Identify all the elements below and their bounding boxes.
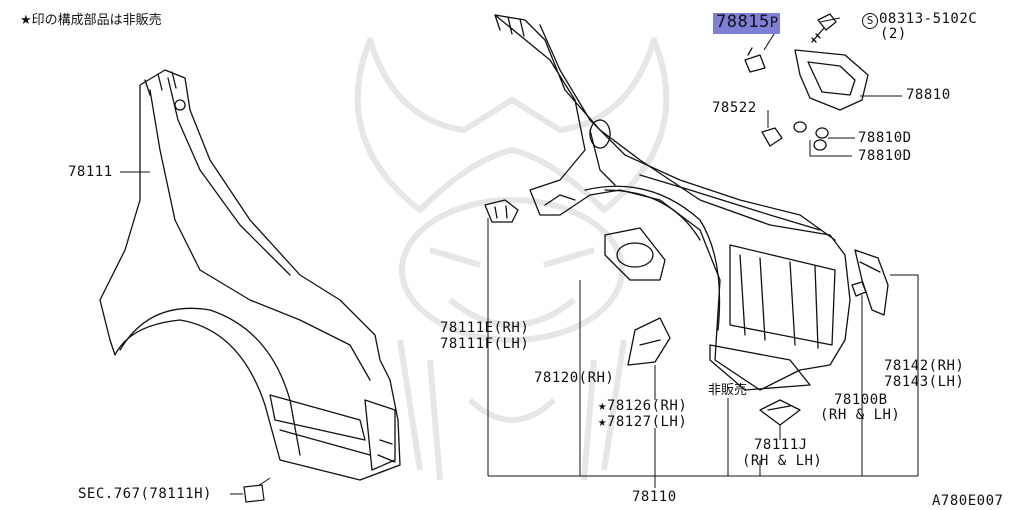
label-78100b-side: (RH & LH) [820,407,901,423]
label-78111j[interactable]: 78111J [754,437,808,453]
label-78142[interactable]: 78142(RH) [884,358,965,374]
bumper-78810d-b [813,139,827,151]
inner-panel-78110 [494,14,851,391]
patch-78111j [759,399,801,426]
highlight-78815 [713,13,780,34]
bolt-08313 [811,13,837,43]
label-78810[interactable]: 78810 [906,87,951,103]
bracket-78111e [484,199,519,223]
label-not-sold: 非販売 [708,383,748,398]
clip-78815 [744,47,766,73]
extension-78142 [854,249,889,316]
label-78110[interactable]: 78110 [632,489,677,505]
label-78143[interactable]: 78143(LH) [884,374,965,390]
label-78127[interactable]: ★78127(LH) [598,414,688,430]
label-bolt-qty: (2) [880,26,907,42]
label-78810d-b[interactable]: 78810D [858,148,912,164]
label-78522[interactable]: 78522 [712,100,757,116]
part-78120-shape [604,227,666,281]
label-78111[interactable]: 78111 [68,164,113,180]
clip-78100b [851,281,867,297]
label-sec767[interactable]: SEC.767(78111H) [78,486,212,502]
diagram-code: A780E007 [932,493,1004,509]
label-78111f[interactable]: 78111F(LH) [440,336,530,352]
label-78815[interactable]: 78815P [716,12,779,32]
label-78111e[interactable]: 78111E(RH) [440,320,530,336]
clip-78111h [243,484,265,503]
bracket-78126 [627,317,671,366]
grommet-78522 [761,127,783,147]
leader-lines [120,17,919,495]
s-mark-icon: S [862,13,878,29]
label-78120[interactable]: 78120(RH) [534,370,615,386]
label-78126[interactable]: ★78126(RH) [598,398,688,414]
fuel-lid-base-78810 [794,49,869,111]
label-78111j-side: (RH & LH) [742,453,823,469]
label-78810d-a[interactable]: 78810D [858,130,912,146]
bumper-78810d-a [793,121,829,139]
note-not-sold: ★印の構成部品は非販売 [20,13,162,28]
quarter-panel-78111 [99,69,401,481]
label-78100b[interactable]: 78100B [834,392,888,408]
